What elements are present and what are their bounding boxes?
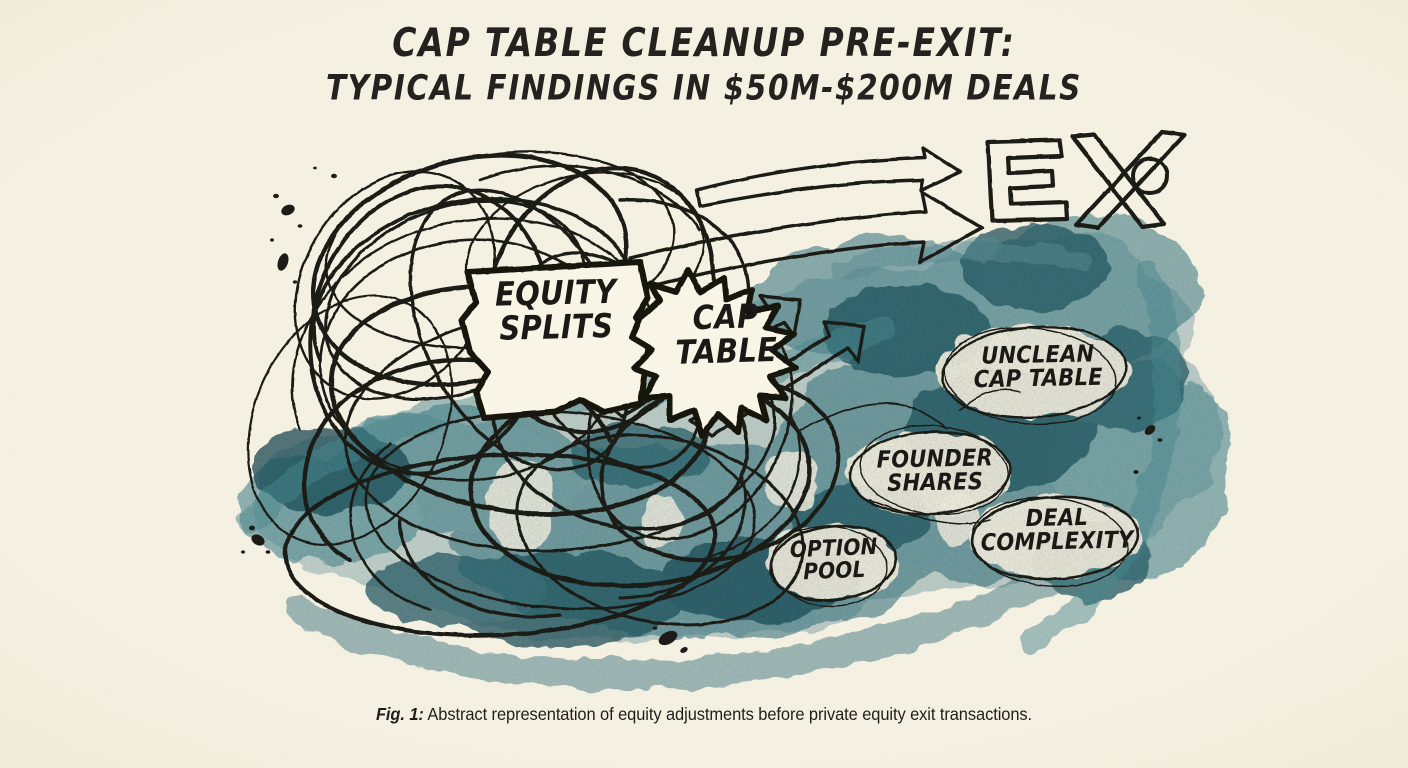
- label-cap-table: CAP TABLE: [675, 296, 778, 372]
- title-line-secondary: TYPICAL FINDINGS IN $50M-$200M DEALS: [325, 67, 1083, 108]
- exit-arrows: [598, 146, 984, 438]
- tangled-scribble: [246, 150, 841, 638]
- label-unclean-cap-table: UNCLEAN CAP TABLE: [973, 340, 1103, 394]
- label-option-pool: OPTION POOL: [789, 532, 878, 586]
- exit-word-exo: [985, 129, 1187, 231]
- figure-title: CAP TABLE CLEANUP PRE-EXIT: TYPICAL FIND…: [0, 19, 1408, 106]
- figure-caption: Fig. 1: Abstract representation of equit…: [42, 704, 1366, 725]
- caption-label: Fig. 1:: [375, 704, 424, 724]
- label-equity-splits: EQUITY SPLITS: [494, 271, 617, 348]
- label-deal-complexity: DEAL COMPLEXITY: [980, 503, 1134, 557]
- title-line-primary: CAP TABLE CLEANUP PRE-EXIT:: [392, 19, 1016, 66]
- caption-text: Abstract representation of equity adjust…: [423, 704, 1033, 724]
- label-founder-shares: FOUNDER SHARES: [876, 444, 994, 497]
